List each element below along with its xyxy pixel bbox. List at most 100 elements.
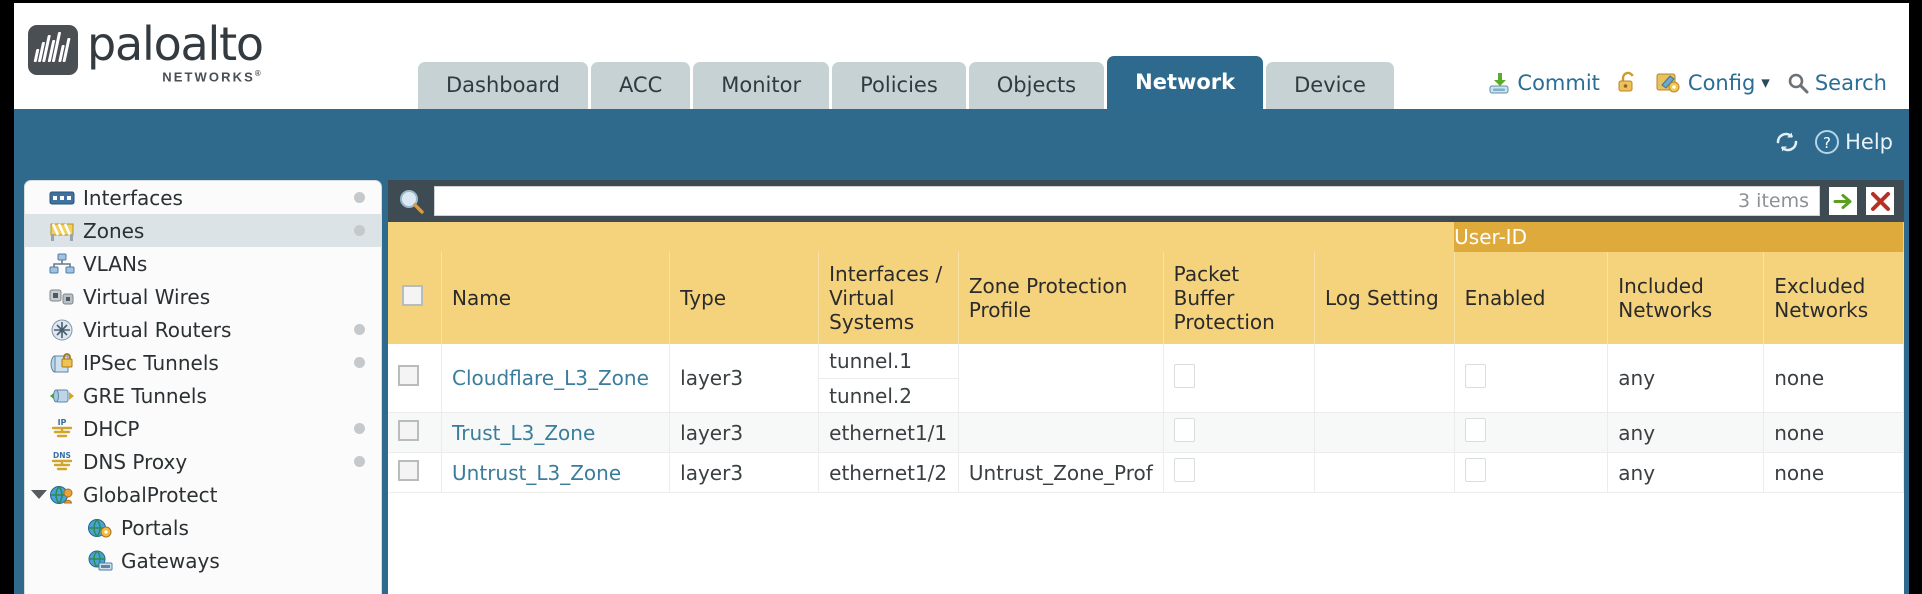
zone-protection-profile-cell [958, 344, 1164, 413]
packet-buffer-protection-checkbox[interactable] [1173, 418, 1195, 442]
sidebar-item-dhcp[interactable]: IP DHCP [25, 412, 381, 445]
column-header-included-networks[interactable]: Included Networks [1607, 252, 1765, 344]
zone-name-link[interactable]: Untrust_L3_Zone [452, 460, 622, 485]
sidebar-item-virtual-wires[interactable]: Virtual Wires [25, 280, 381, 313]
sidebar-item-gre-tunnels[interactable]: GRE Tunnels [25, 379, 381, 412]
sidebar-item-globalprotect[interactable]: GlobalProtect [25, 478, 381, 511]
refresh-icon [1774, 130, 1800, 154]
sidebar-item-ipsec-tunnels[interactable]: IPSec Tunnels [25, 346, 381, 379]
zone-name-link[interactable]: Trust_L3_Zone [452, 420, 596, 445]
apply-filter-button[interactable] [1829, 187, 1857, 215]
userid-enabled-checkbox[interactable] [1464, 418, 1486, 442]
search-input[interactable]: 3 items [434, 186, 1820, 216]
expand-caret-icon[interactable] [31, 490, 47, 499]
sidebar-item-label: Portals [121, 515, 189, 540]
clear-filter-button[interactable] [1866, 187, 1894, 215]
green-arrow-apply-icon [1832, 190, 1855, 213]
unlock-button[interactable] [1617, 71, 1639, 95]
status-dot-icon [354, 423, 365, 434]
column-header-enabled[interactable]: Enabled [1454, 252, 1609, 344]
zone-protection-profile-cell [958, 412, 1164, 453]
userid-enabled-cell [1454, 412, 1609, 453]
tab-network[interactable]: Network [1107, 56, 1264, 109]
search-magnifier-icon[interactable] [398, 188, 425, 215]
dns-proxy-icon: DNS [49, 451, 77, 473]
search-magnifier-icon [1787, 72, 1809, 94]
commit-label: Commit [1517, 71, 1600, 95]
packet-buffer-protection-cell [1163, 452, 1315, 493]
brand-name: paloalto [87, 17, 264, 71]
svg-text:IP: IP [58, 418, 67, 427]
tab-device[interactable]: Device [1266, 62, 1394, 109]
column-header-packet-buffer-protection[interactable]: Packet Buffer Protection [1163, 252, 1315, 344]
sidebar-item-label: IPSec Tunnels [83, 350, 219, 375]
sidebar-item-gateways[interactable]: Gateways [25, 544, 381, 577]
row-select-cell [388, 412, 443, 453]
sidebar-item-vlans[interactable]: VLANs [25, 247, 381, 280]
zone-name-cell: Untrust_L3_Zone [441, 452, 671, 493]
sidebar-item-portals[interactable]: Portals [25, 511, 381, 544]
excluded-networks-cell: none [1763, 412, 1904, 453]
column-header-zone-protection-profile[interactable]: Zone Protection Profile [958, 252, 1164, 344]
excluded-networks-cell: none [1763, 452, 1904, 493]
log-setting-cell [1314, 452, 1455, 493]
sidebar-item-zones[interactable]: Zones [25, 214, 381, 247]
status-dot-icon [354, 357, 365, 368]
tab-policies[interactable]: Policies [832, 62, 966, 109]
packet-buffer-protection-checkbox[interactable] [1173, 458, 1195, 482]
commit-download-icon [1487, 71, 1511, 95]
sidebar-item-label: DHCP [83, 416, 140, 441]
refresh-button[interactable] [1774, 130, 1800, 154]
column-header-log-setting[interactable]: Log Setting [1314, 252, 1455, 344]
row-select-cell [388, 452, 443, 493]
brand-tagline: NETWORKS® [162, 69, 263, 85]
sidebar-item-virtual-routers[interactable]: Virtual Routers [25, 313, 381, 346]
commit-button[interactable]: Commit [1487, 71, 1600, 95]
svg-text:?: ? [1823, 134, 1831, 152]
unlock-padlock-icon [1617, 71, 1639, 95]
row-checkbox[interactable] [398, 365, 419, 386]
column-header-name[interactable]: Name [441, 252, 671, 344]
config-label: Config [1687, 71, 1756, 95]
chevron-down-icon: ▾ [1761, 73, 1770, 93]
row-checkbox[interactable] [398, 459, 419, 481]
column-header-excluded-networks[interactable]: Excluded Networks [1763, 252, 1904, 344]
globalprotect-icon [49, 484, 77, 506]
interface-value: tunnel.2 [819, 378, 958, 412]
tab-objects[interactable]: Objects [968, 62, 1105, 109]
row-checkbox[interactable] [398, 419, 419, 441]
search-button[interactable]: Search [1787, 71, 1887, 95]
tab-dashboard[interactable]: Dashboard [418, 62, 588, 109]
packet-buffer-protection-cell [1163, 344, 1315, 413]
tab-acc[interactable]: ACC [590, 62, 691, 109]
zones-icon [49, 220, 77, 242]
userid-enabled-checkbox[interactable] [1464, 363, 1486, 388]
help-link[interactable]: ? Help [1814, 129, 1893, 155]
zone-name-link[interactable]: Cloudflare_L3_Zone [452, 366, 649, 390]
ipsec-tunnels-icon [49, 352, 77, 374]
sidebar-item-interfaces[interactable]: Interfaces [25, 181, 381, 214]
column-header-interfaces-virtual-systems[interactable]: Interfaces / Virtual Systems [818, 252, 959, 344]
content-panel: 3 items [388, 180, 1904, 594]
select-all-checkbox[interactable] [402, 285, 423, 306]
config-menu[interactable]: Config ▾ [1656, 71, 1770, 95]
column-header-type[interactable]: Type [669, 252, 820, 344]
userid-enabled-checkbox[interactable] [1464, 458, 1486, 482]
status-dot-icon [354, 324, 365, 335]
row-select-cell [388, 344, 443, 413]
tab-monitor[interactable]: Monitor [693, 62, 830, 109]
packet-buffer-protection-checkbox[interactable] [1173, 363, 1195, 388]
interface-value: tunnel.1 [829, 349, 912, 373]
virtual-routers-icon [49, 319, 77, 341]
sidebar-item-label: Interfaces [83, 185, 183, 210]
